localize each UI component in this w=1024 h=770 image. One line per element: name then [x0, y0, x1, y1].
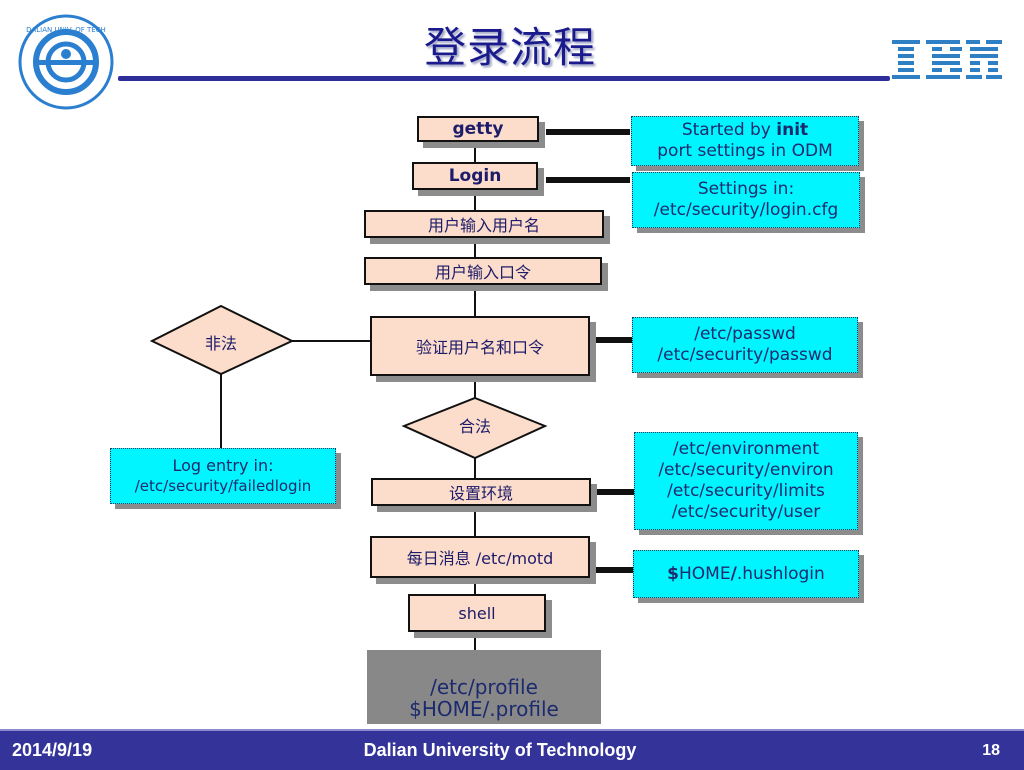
note-failedlogin-line-2: /etc/security/failedlogin: [134, 477, 312, 495]
decision-invalid-label: 非法: [204, 334, 237, 353]
footer-date: 2014/9/19: [12, 740, 93, 760]
decision-valid-label: 合法: [458, 417, 491, 436]
hushlogin-home: HOME: [679, 563, 731, 584]
note-verify: /etc/passwd /etc/security/passwd: [632, 317, 858, 373]
note-verify-line-1: /etc/passwd: [694, 324, 796, 344]
note-getty-init: init: [776, 120, 809, 140]
step-enter-password: 用户输入口令: [364, 257, 602, 285]
step-verify-label: 验证用户名和口令: [415, 338, 544, 357]
step-enter-password-label: 用户输入口令: [434, 263, 531, 282]
profile-line-1: /etc/profile: [430, 675, 538, 699]
step-enter-username: 用户输入用户名: [364, 210, 604, 238]
note-getty-prefix: Started by: [681, 120, 777, 140]
footer-organization: Dalian University of Technology: [363, 740, 637, 760]
svg-text:DALIAN UNIV. OF TECH: DALIAN UNIV. OF TECH: [26, 26, 106, 34]
step-setup-env: 设置环境: [371, 478, 591, 506]
step-enter-username-label: 用户输入用户名: [427, 216, 540, 235]
note-env-line-1: /etc/environment: [672, 439, 820, 459]
hushlogin-slash: /: [730, 563, 737, 584]
hushlogin-file: .hushlogin: [736, 563, 825, 584]
note-hushlogin: $HOME/.hushlogin: [633, 550, 859, 598]
note-env-line-2: /etc/security/environ: [658, 460, 834, 480]
note-getty-line-1: Started by init: [682, 120, 808, 141]
ibm-logo: [888, 36, 1008, 86]
note-login-line-2: /etc/security/login.cfg: [653, 200, 839, 220]
note-env-line-4: /etc/security/user: [671, 502, 821, 522]
note-login-line-1: Settings in:: [697, 179, 795, 199]
decision-valid-shape: [401, 396, 548, 460]
header-divider: [118, 76, 890, 81]
step-verify: 验证用户名和口令: [370, 316, 590, 376]
step-login-label: Login: [448, 166, 502, 186]
hushlogin-dollar: $: [667, 563, 680, 584]
page-title: 登录流程: [423, 23, 596, 72]
step-getty: getty: [417, 116, 539, 142]
note-verify-line-2: /etc/security/passwd: [657, 345, 833, 365]
footer-page-number: 18: [982, 742, 1000, 759]
step-shell: shell: [408, 594, 546, 632]
step-motd-label: 每日消息 /etc/motd: [406, 549, 554, 568]
step-login: Login: [412, 162, 538, 190]
profile-box: /etc/profile $HOME/.profile: [367, 650, 601, 724]
step-motd: 每日消息 /etc/motd: [370, 536, 590, 578]
note-getty: Started by init port settings in ODM: [631, 116, 859, 166]
footer-bar: 2014/9/19 Dalian University of Technolog…: [0, 729, 1024, 770]
note-failedlogin-line-1: Log entry in:: [172, 456, 274, 475]
step-shell-label: shell: [458, 603, 496, 623]
note-hushlogin-line: $HOME/.hushlogin: [667, 564, 825, 585]
note-getty-line-2: port settings in ODM: [657, 141, 833, 161]
step-getty-label: getty: [452, 119, 504, 139]
note-env: /etc/environment /etc/security/environ /…: [634, 432, 858, 530]
note-failedlogin: Log entry in: /etc/security/failedlogin: [110, 448, 336, 504]
profile-line-2: $HOME/.profile: [409, 697, 559, 721]
decision-invalid-shape: [149, 304, 295, 376]
note-env-line-3: /etc/security/limits: [667, 481, 825, 501]
university-logo: DALIAN UNIV. OF TECH: [18, 14, 114, 110]
step-setup-env-label: 设置环境: [448, 484, 513, 503]
note-login: Settings in: /etc/security/login.cfg: [632, 172, 860, 228]
